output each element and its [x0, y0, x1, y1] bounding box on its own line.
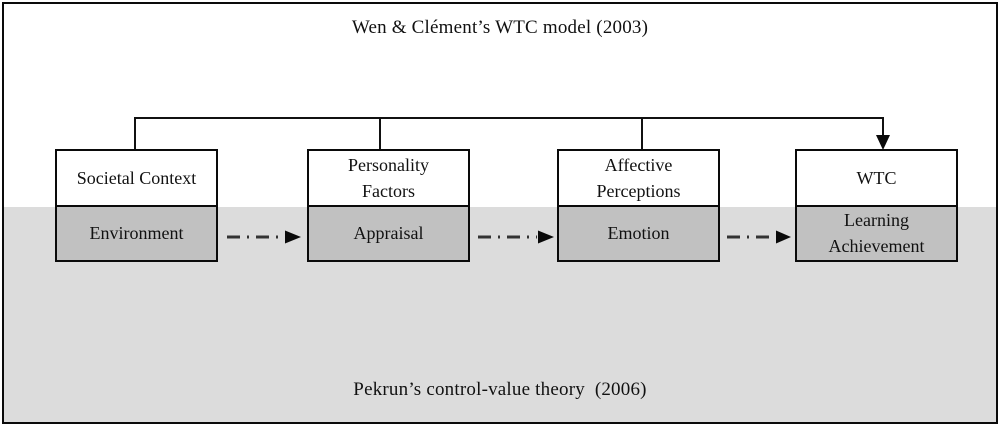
bracket-arrowhead-icon [876, 135, 890, 150]
box-top-label: Societal Context [76, 167, 197, 188]
box-top-label: WTC [856, 167, 897, 188]
box-top-cell: Personality Factors [309, 151, 468, 205]
box-top-label: Personality Factors [348, 154, 429, 201]
box-bottom-cell: Learning Achievement [797, 205, 956, 260]
box-bottom-label: Appraisal [353, 222, 424, 243]
box-top-label: Affective Perceptions [596, 154, 681, 201]
control-value-theory-label: Pekrun’s control-value theory (2006) [353, 379, 647, 400]
diagram-title: Wen & Clément’s WTC model (2003) [351, 17, 649, 38]
box-bottom-cell: Appraisal [309, 205, 468, 260]
box-bottom-cell: Environment [57, 205, 216, 260]
box-bottom-cell: Emotion [559, 205, 718, 260]
box-top-cell: WTC [797, 151, 956, 205]
dashdot-arrowheads [285, 230, 791, 244]
box-top-cell: Affective Perceptions [559, 151, 718, 205]
box-personality-factors: Personality Factors Appraisal [307, 149, 470, 262]
bracket-connector [134, 117, 884, 151]
box-bottom-label: Learning Achievement [828, 210, 925, 256]
box-societal-context: Societal Context Environment [55, 149, 218, 262]
box-affective-perceptions: Affective Perceptions Emotion [557, 149, 720, 262]
box-wtc: WTC Learning Achievement [795, 149, 958, 262]
box-bottom-label: Environment [89, 222, 184, 243]
box-top-cell: Societal Context [57, 151, 216, 205]
box-bottom-label: Emotion [607, 222, 670, 243]
